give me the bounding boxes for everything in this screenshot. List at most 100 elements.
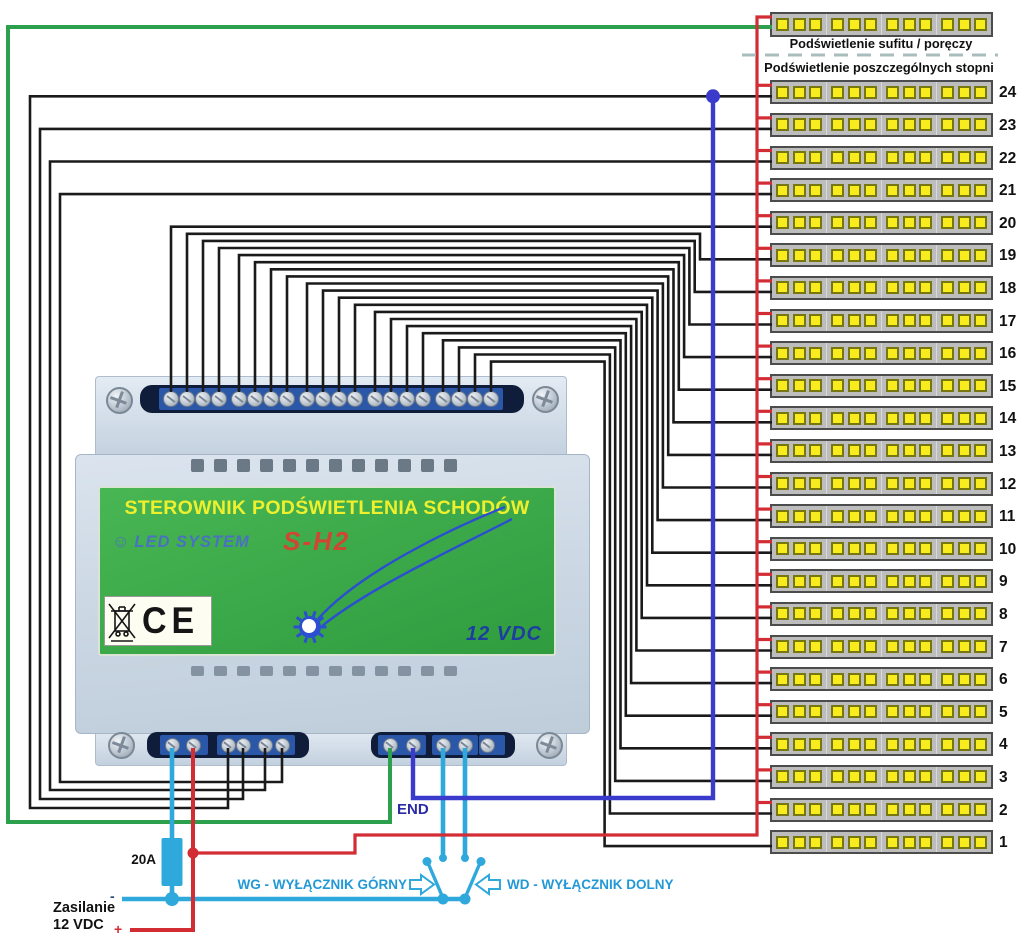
led-segment (827, 538, 882, 559)
led-chip (974, 85, 988, 99)
vent-slot (260, 666, 273, 676)
led-chip (847, 542, 861, 556)
led-segment (937, 376, 991, 396)
led-chip (902, 509, 916, 523)
led-chip (902, 379, 916, 393)
smiley-icon: ☺ (112, 532, 131, 551)
led-segment (772, 603, 827, 624)
led-chip (864, 379, 878, 393)
end-junction-dot (706, 89, 720, 104)
terminal-screw (299, 391, 315, 407)
led-segment (937, 832, 991, 852)
led-chip (830, 379, 844, 393)
led-chip (775, 835, 789, 849)
led-chip (809, 574, 823, 588)
led-chip (847, 248, 861, 262)
terminal-screw (235, 737, 251, 753)
led-chip (957, 216, 971, 230)
led-chip (940, 803, 954, 816)
led-chip (885, 411, 899, 425)
led-chip (919, 477, 933, 490)
led-chip (792, 835, 806, 849)
led-segment (772, 375, 827, 396)
upper-switch-label: WG - WYŁĄCZNIK GÓRNY (237, 877, 407, 892)
led-segment (937, 115, 991, 135)
led-chip (940, 835, 954, 849)
led-chip (974, 477, 988, 490)
led-chip (792, 770, 806, 784)
vent-slot (352, 666, 365, 676)
led-strip-step-14 (770, 406, 993, 431)
led-segment (827, 571, 882, 592)
lower-switch-label: WD - WYŁĄCZNIK DOLNY (507, 877, 674, 892)
led-chip (974, 18, 988, 31)
terminal-screw (383, 391, 399, 407)
strip-number: 11 (999, 508, 1016, 526)
terminal-screw (257, 737, 273, 753)
led-chip (809, 183, 823, 197)
led-chip (957, 574, 971, 588)
led-chip (847, 346, 861, 360)
led-chip (974, 737, 988, 751)
led-strip-step-5 (770, 699, 993, 724)
led-chip (830, 542, 844, 556)
led-chip (974, 411, 988, 425)
led-chip (792, 803, 806, 816)
led-chip (902, 477, 916, 490)
strip-number: 1 (999, 834, 1008, 852)
power-supply-label-line2: 12 VDC (53, 917, 104, 933)
vent-slot (191, 459, 204, 472)
led-chip (830, 640, 844, 653)
led-chip (885, 770, 899, 784)
led-segment (882, 375, 937, 396)
led-chip (940, 379, 954, 393)
led-chip (940, 281, 954, 295)
led-chip (847, 379, 861, 393)
led-chip (809, 542, 823, 556)
led-strip-step-7 (770, 634, 993, 659)
led-chip (885, 248, 899, 262)
led-segment (882, 766, 937, 787)
led-chip (919, 803, 933, 816)
led-chip (885, 477, 899, 490)
led-segment (827, 603, 882, 624)
led-chip (974, 835, 988, 849)
label-ceiling-lighting: Podświetlenie sufitu / poręczy (789, 36, 973, 51)
led-strip-step-16 (770, 341, 993, 366)
led-chip (919, 705, 933, 719)
strip-number: 22 (999, 149, 1017, 167)
led-chip (940, 477, 954, 490)
terminal-screw (347, 391, 363, 407)
led-chip (792, 509, 806, 523)
wire-black-strip-15 (253, 260, 772, 392)
led-chip (830, 737, 844, 751)
led-chip (792, 281, 806, 295)
led-chip (885, 640, 899, 653)
led-strip-step-20 (770, 210, 993, 235)
led-chip (830, 444, 844, 458)
led-chip (809, 248, 823, 262)
led-segment (882, 114, 937, 135)
led-segment (882, 538, 937, 559)
vent-slot (398, 666, 411, 676)
led-chip (830, 151, 844, 164)
led-segment (772, 571, 827, 592)
led-chip (902, 574, 916, 588)
led-chip (957, 835, 971, 849)
led-segment (772, 147, 827, 168)
led-segment (772, 343, 827, 364)
led-chip (847, 151, 861, 164)
led-chip (847, 737, 861, 751)
led-chip (864, 314, 878, 327)
led-segment (772, 832, 827, 853)
led-chip (902, 18, 916, 31)
mounting-screw-icon (107, 731, 135, 759)
led-segment (882, 506, 937, 527)
led-chip (919, 542, 933, 556)
led-chip (974, 216, 988, 230)
terminal-screw (163, 391, 179, 407)
strip-number: 20 (999, 214, 1017, 232)
led-chip (792, 85, 806, 99)
led-chip (940, 737, 954, 751)
led-chip (864, 672, 878, 686)
